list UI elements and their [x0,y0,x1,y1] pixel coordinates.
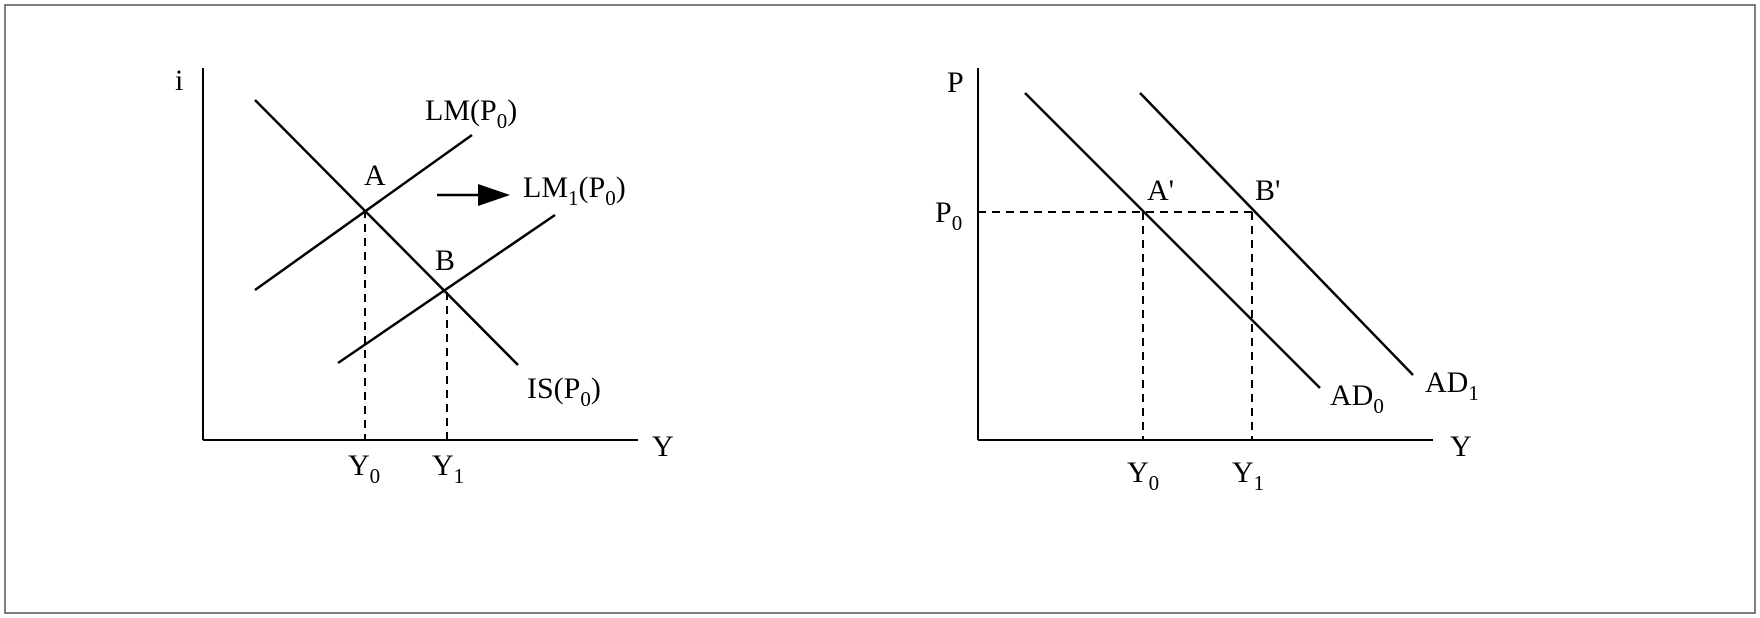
lm-shift-arrowhead [478,184,510,206]
left-y1-label: Y1 [432,449,464,488]
left-x-axis-label: Y [652,430,674,463]
point-a-label: A [364,159,386,192]
point-b-label: B [435,244,455,277]
ad0-label: AD0 [1330,379,1384,418]
p0-label: P0 [935,196,962,235]
lm-curve [254,133,473,292]
right-y0-label: Y0 [1127,456,1159,495]
right-x-axis-label: Y [1450,430,1472,463]
ad1-curve [1139,92,1414,376]
is-lm-panel: i Y A B LM(P0) LM1(P0) IS(P0) Y0 Y1 [175,64,674,488]
ad0-curve [1024,92,1321,389]
point-a-prime-label: A' [1147,174,1174,207]
right-y1-label: Y1 [1232,456,1264,495]
right-y-axis-label: P [947,66,964,99]
is-curve [254,99,519,366]
lm1-curve [337,213,556,365]
is-label: IS(P0) [527,372,601,411]
left-y-axis-label: i [175,64,183,97]
ad1-label: AD1 [1425,366,1479,405]
ad-panel: P Y A' B' P0 AD0 AD1 Y0 Y1 [935,66,1479,495]
point-b-prime-label: B' [1255,174,1280,207]
left-y0-label: Y0 [348,449,380,488]
lm1-label: LM1(P0) [523,171,626,210]
lm-label: LM(P0) [425,94,517,133]
outer-frame [4,4,1756,614]
